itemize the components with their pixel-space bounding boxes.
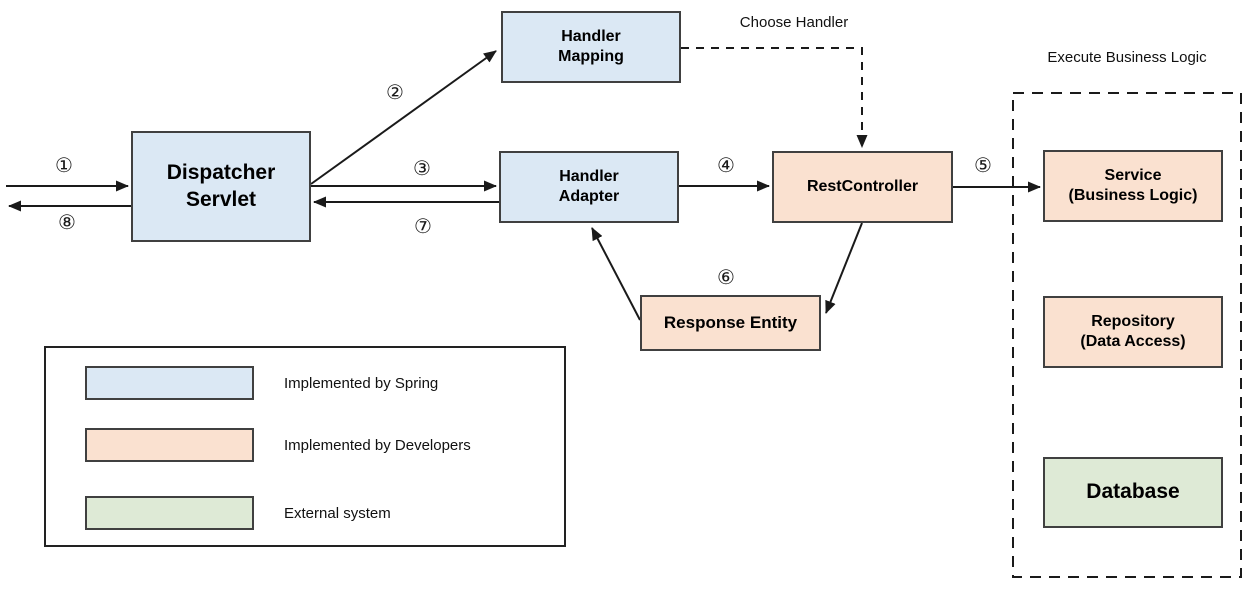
arrow-step2-to-handler-mapping	[310, 50, 497, 185]
legend-label-spring: Implemented by Spring	[284, 374, 439, 392]
repository-node: Repository (Data Access)	[1043, 296, 1223, 368]
legend-swatch-external	[85, 496, 254, 530]
step-6-badge: ⑥	[717, 265, 735, 289]
choose-handler-label: Choose Handler	[739, 14, 849, 31]
legend-box: Implemented by Spring Implemented by Dev…	[44, 346, 566, 547]
arrow-choose-handler-dashed	[681, 47, 868, 148]
arrow-step6-to-response-entity	[825, 222, 863, 314]
rest-controller-node: RestController	[772, 151, 953, 223]
handler-mapping-node: Handler Mapping	[501, 11, 681, 83]
arrow-step6-to-handler-adapter	[591, 227, 641, 321]
service-node: Service (Business Logic)	[1043, 150, 1223, 222]
handler-adapter-node: Handler Adapter	[499, 151, 679, 223]
step-3-badge: ③	[413, 156, 431, 180]
legend-swatch-spring	[85, 366, 254, 400]
legend-label-developers: Implemented by Developers	[284, 436, 471, 454]
execute-business-logic-label: Execute Business Logic	[1047, 49, 1207, 66]
step-1-badge: ①	[55, 153, 73, 177]
step-7-badge: ⑦	[414, 214, 432, 238]
legend-swatch-developers	[85, 428, 254, 462]
step-5-badge: ⑤	[974, 153, 992, 177]
step-4-badge: ④	[717, 153, 735, 177]
business-logic-group-border	[1012, 92, 1242, 578]
database-node: Database	[1043, 457, 1223, 528]
legend-label-external: External system	[284, 504, 391, 522]
response-entity-node: Response Entity	[640, 295, 821, 351]
step-8-badge: ⑧	[58, 210, 76, 234]
dispatcher-servlet-node: Dispatcher Servlet	[131, 131, 311, 242]
step-2-badge: ②	[386, 80, 404, 104]
